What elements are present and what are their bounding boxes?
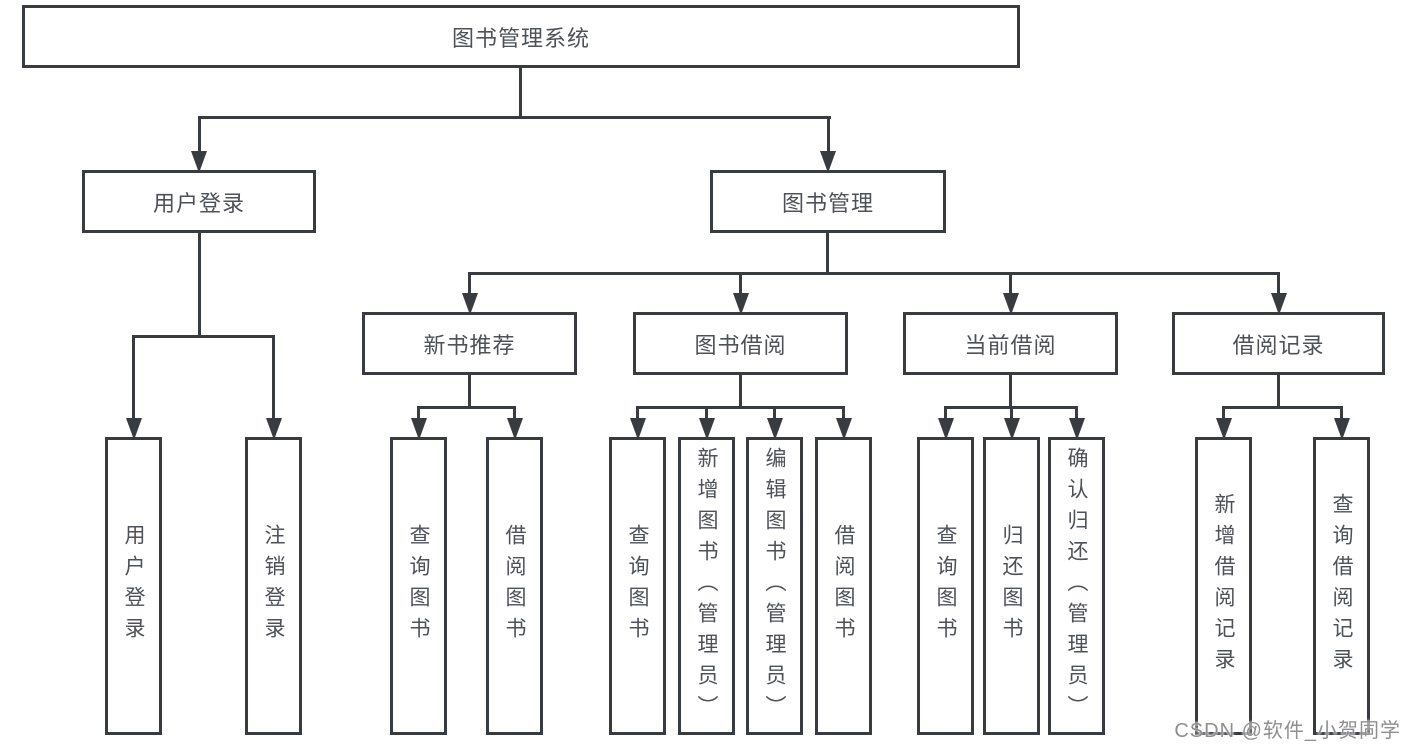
connector-current-borrowing-branch	[944, 406, 1078, 409]
node-borrowing-records: 借阅记录	[1172, 275, 1385, 375]
connector-user-login-branch	[132, 335, 275, 338]
leaf-confirm-return-admin: 确认归还（管理员）	[1048, 409, 1105, 735]
node-user-login: 用户登录	[82, 119, 316, 233]
leaf-query-books-recommend: 查询图书	[390, 409, 447, 735]
connector-book-management-branch	[468, 272, 1280, 275]
node-library-management-system: 图书管理系统	[22, 5, 1020, 68]
node-book-management: 图书管理	[710, 119, 946, 233]
leaf-query-books-current: 查询图书	[917, 409, 974, 735]
leaf-logout: 注销登录	[245, 338, 302, 735]
node-book-borrowing: 图书借阅	[633, 275, 848, 375]
leaf-add-borrow-record: 新增借阅记录	[1195, 409, 1252, 735]
leaf-query-borrow-record: 查询借阅记录	[1313, 409, 1370, 735]
leaf-borrow-books-borrowing: 借阅图书	[815, 409, 872, 735]
connector-book-management-stem	[826, 233, 829, 272]
connector-new-book-stem	[468, 375, 471, 406]
connector-book-borrowing-stem	[739, 375, 742, 406]
leaf-query-books-borrowing: 查询图书	[609, 409, 666, 735]
leaf-add-book-admin: 新增图书（管理员）	[678, 409, 735, 735]
connector-book-borrowing-branch	[636, 406, 845, 409]
connector-user-login-stem	[198, 233, 201, 335]
connector-borrowing-records-branch	[1222, 406, 1343, 409]
watermark: CSDN @软件_小贺同学	[1174, 720, 1401, 742]
leaf-borrow-books-recommend: 借阅图书	[486, 409, 543, 735]
connector-new-book-branch	[417, 406, 516, 409]
leaf-edit-book-admin: 编辑图书（管理员）	[746, 409, 803, 735]
connector-root-branch	[198, 116, 831, 119]
leaf-user-login: 用户登录	[105, 338, 162, 735]
node-new-book-recommendation: 新书推荐	[362, 275, 577, 375]
connector-root-stem	[519, 68, 522, 116]
leaf-return-books: 归还图书	[983, 409, 1040, 735]
connector-current-borrowing-stem	[1009, 375, 1012, 406]
node-current-borrowing: 当前借阅	[903, 275, 1118, 375]
connector-borrowing-records-stem	[1277, 375, 1280, 406]
